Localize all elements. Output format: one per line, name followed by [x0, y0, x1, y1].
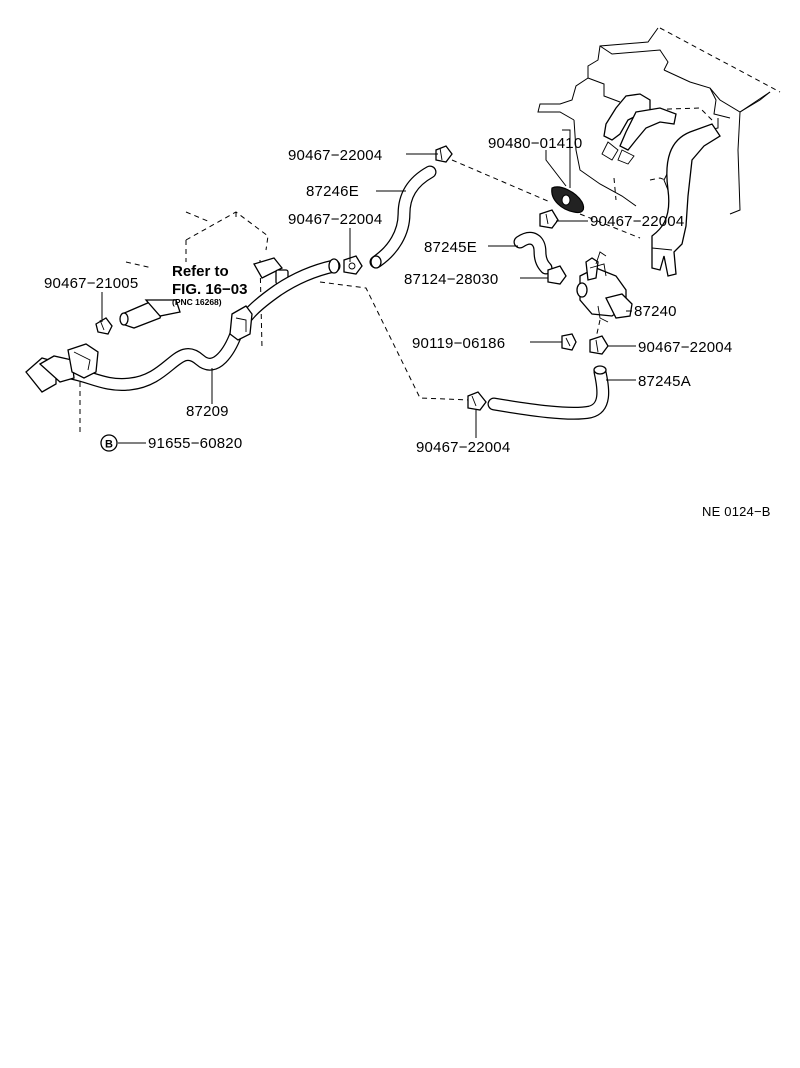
- figure-code: NE 0124−B: [702, 504, 771, 519]
- dashed-connection-lines: [79, 159, 641, 432]
- label-90467-22004-top: 90467−22004: [288, 147, 382, 164]
- label-90467-21005: 90467−21005: [44, 275, 138, 292]
- clamp-90467-21005: [95, 317, 113, 335]
- clamp-87124-28030: [547, 265, 567, 285]
- label-90467-22004-right: 90467−22004: [590, 213, 684, 230]
- label-90467-22004-mid: 90467−22004: [288, 211, 382, 228]
- bolt-marker-label: B: [105, 439, 113, 451]
- screw-90119-06186: [561, 333, 577, 351]
- hose-connector-pipe: [119, 299, 181, 329]
- refer-note-line1: Refer to: [172, 263, 229, 280]
- bolt-marker-b: B: [100, 434, 118, 452]
- label-90119-06186: 90119−06186: [412, 335, 505, 352]
- label-90467-22004-bottom: 90467−22004: [416, 439, 510, 456]
- hose-87245A: [487, 365, 610, 420]
- label-91655-60820: 91655−60820: [148, 435, 242, 452]
- clamp-90467-22004-top: [435, 145, 453, 163]
- gasket-90480-01410: [551, 186, 585, 214]
- hose-87209: [25, 258, 341, 393]
- refer-note-line2: FIG. 16−03: [172, 281, 247, 298]
- refer-note-pnc: (PNC 16268): [172, 297, 222, 307]
- leader-lines: [101, 129, 636, 444]
- label-87245E: 87245E: [424, 239, 477, 256]
- hose-87246E: [369, 165, 437, 269]
- label-87209: 87209: [186, 403, 229, 420]
- heater-unit-housing: [537, 27, 781, 277]
- clamp-90467-22004-mid: [343, 255, 363, 275]
- clamp-90467-22004-valve: [589, 335, 609, 355]
- label-87246E: 87246E: [306, 183, 359, 200]
- clamp-90467-22004-right: [539, 209, 559, 229]
- label-87240: 87240: [634, 303, 677, 320]
- label-87245A: 87245A: [638, 373, 691, 390]
- label-90480-01410: 90480−01410: [488, 135, 582, 152]
- label-90467-22004-valve: 90467−22004: [638, 339, 732, 356]
- label-87124-28030: 87124−28030: [404, 271, 498, 288]
- clamp-90467-22004-bottom: [467, 391, 487, 411]
- water-valve-87240: [576, 251, 633, 323]
- hose-87245E: [513, 231, 553, 275]
